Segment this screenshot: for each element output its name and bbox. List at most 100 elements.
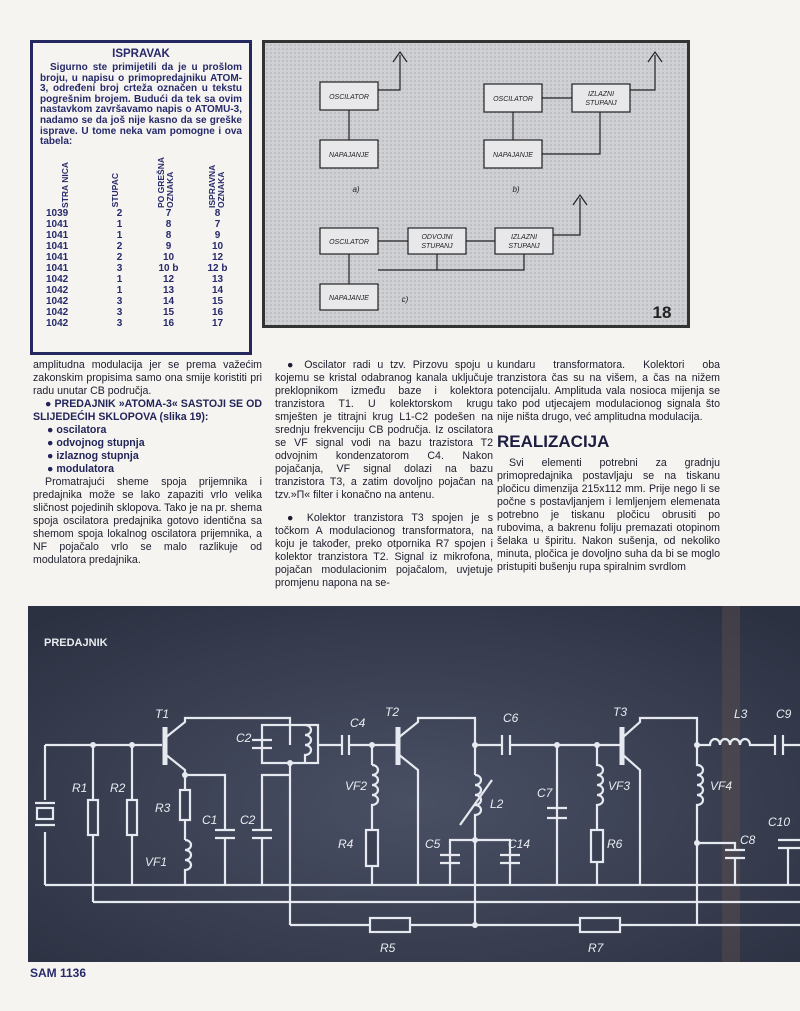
paragraph: Svi elementi potrebni za gradnju primopr… xyxy=(497,457,720,573)
table-cell: 2 xyxy=(116,251,123,263)
table-cell: 12 xyxy=(211,251,224,263)
table-cell: 15 xyxy=(211,295,224,307)
table-cell: 2 xyxy=(116,240,123,252)
table-cell: 13 xyxy=(211,273,224,285)
label-c9: C9 xyxy=(776,707,792,721)
table-header: STRA NICA STUPAC PO GREŠNA OZNAKA ISPRAV… xyxy=(40,152,242,208)
label-a: a) xyxy=(352,185,359,194)
table-cell: 3 xyxy=(116,317,123,329)
section-heading: REALIZACIJA xyxy=(497,432,610,451)
text-column-1: amplitudna modulacija jer se prema važeć… xyxy=(33,359,262,567)
table-cell: 8 xyxy=(165,229,172,241)
label-r3: R3 xyxy=(155,801,171,815)
label-odvojni: ODVOJNI xyxy=(421,234,452,241)
label-r6: R6 xyxy=(607,837,623,851)
label-b: b) xyxy=(512,185,519,194)
label-t3: T3 xyxy=(613,705,627,719)
label-oscilator: OSCILATOR xyxy=(329,239,369,246)
label-c4: C4 xyxy=(350,716,366,730)
table-cell: 1 xyxy=(116,229,123,241)
antenna-icon xyxy=(630,55,656,91)
label-c2-top: C2 xyxy=(236,731,252,745)
label-napajanje: NAPAJANJE xyxy=(329,152,369,159)
table-cell: 14 xyxy=(162,295,175,307)
table-cell: 10 xyxy=(162,251,175,263)
table-cell: 14 xyxy=(211,284,224,296)
list-item: modulatora xyxy=(47,463,262,476)
label-r4: R4 xyxy=(338,837,354,851)
label-t1: T1 xyxy=(155,707,169,721)
table-cell: 17 xyxy=(211,317,224,329)
label-napajanje: NAPAJANJE xyxy=(329,295,369,302)
table-cell: 10 xyxy=(211,240,224,252)
page-footer: SAM 1136 xyxy=(30,966,87,980)
label-c10: C10 xyxy=(768,815,790,829)
label-stupanj: STUPANJ xyxy=(421,243,453,250)
table-cell: 12 b xyxy=(207,262,228,274)
block-oscilator-a xyxy=(319,81,379,111)
label-oscilator: OSCILATOR xyxy=(493,96,533,103)
table-cell: 1042 xyxy=(46,317,69,329)
label-r7: R7 xyxy=(588,941,605,955)
label-c5: C5 xyxy=(425,837,441,851)
label-c2-bottom: C2 xyxy=(240,813,256,827)
table-cell: 1041 xyxy=(46,262,69,274)
label-r2: R2 xyxy=(110,781,126,795)
table-cell: 1 xyxy=(116,284,123,296)
header-column: STUPAC xyxy=(110,173,121,208)
block-napajanje-a xyxy=(319,139,379,169)
label-vf1: VF1 xyxy=(145,855,167,869)
table-cell: 1039 xyxy=(46,207,69,219)
table-cell: 7 xyxy=(165,207,172,219)
table-cell: 3 xyxy=(116,306,123,318)
block-diagram-svg: OSCILATOR NAPAJANJE a) OSCILATOR IZLAZNI… xyxy=(319,50,672,322)
table-cell: 13 xyxy=(162,284,175,296)
schematic-title: PREDAJNIK xyxy=(44,637,108,649)
table-cell: 3 xyxy=(116,262,123,274)
paragraph: ● Oscilator radi u tzv. Pirzovu spoju u … xyxy=(275,359,493,501)
table-cell: 1041 xyxy=(46,251,69,263)
label-izlazni: IZLAZNI xyxy=(588,91,614,98)
correction-table: STRA NICA STUPAC PO GREŠNA OZNAKA ISPRAV… xyxy=(40,152,242,329)
component-list: oscilatora odvojnog stupnja izlaznog stu… xyxy=(47,424,262,476)
label-c: c) xyxy=(402,295,409,304)
label-r5: R5 xyxy=(380,941,396,955)
table-cell: 1041 xyxy=(46,229,69,241)
table-cell: 9 xyxy=(165,240,172,252)
label-t2: T2 xyxy=(385,705,399,719)
table-cell: 1041 xyxy=(46,240,69,252)
figure-18-block-diagrams: OSCILATOR NAPAJANJE a) OSCILATOR IZLAZNI… xyxy=(262,40,690,328)
table-cell: 10 b xyxy=(158,262,179,274)
table-cell: 16 xyxy=(211,306,224,318)
table-cell: 12 xyxy=(162,273,175,285)
table-cell: 9 xyxy=(214,229,221,241)
table-cell: 1042 xyxy=(46,295,69,307)
label-c1: C1 xyxy=(202,813,217,827)
transmitter-schematic: PREDAJNIK xyxy=(28,606,800,962)
header-page: STRA NICA xyxy=(59,161,70,208)
label-l3: L3 xyxy=(734,707,748,721)
antenna-icon xyxy=(553,198,581,236)
table-cell: 1041 xyxy=(46,218,69,230)
table-cell: 2 xyxy=(116,207,123,219)
table-cell: 15 xyxy=(162,306,175,318)
table-row: 1041 2 9 10 xyxy=(40,241,242,252)
label-oscilator: OSCILATOR xyxy=(329,94,369,101)
header-correct: ISPRAVNA OZNAKA xyxy=(206,164,226,208)
table-cell: 8 xyxy=(165,218,172,230)
label-l2: L2 xyxy=(490,797,504,811)
table-cell: 1042 xyxy=(46,273,69,285)
figure-number: 18 xyxy=(653,303,672,322)
label-vf2: VF2 xyxy=(345,779,367,793)
block-napajanje-c xyxy=(319,283,379,311)
label-c7: C7 xyxy=(537,786,554,800)
table-row: 1041 2 10 12 xyxy=(40,252,242,263)
